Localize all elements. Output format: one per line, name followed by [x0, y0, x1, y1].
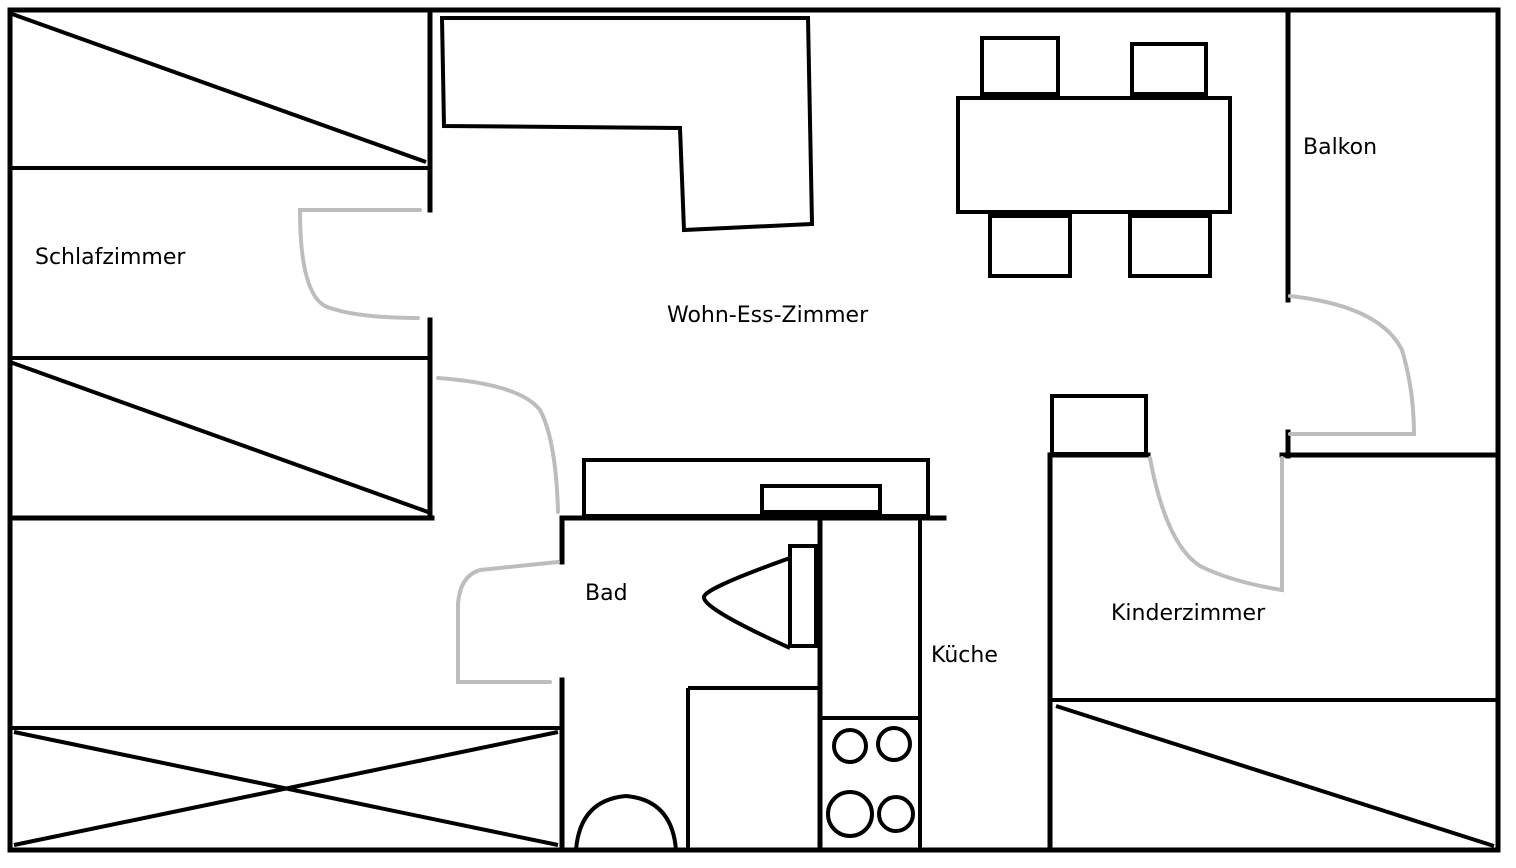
label-kinderzimmer: Kinderzimmer: [1111, 601, 1266, 626]
shower: [574, 793, 678, 851]
couch: [439, 16, 815, 233]
kinderzimmer-room: [1047, 394, 1498, 853]
door-swings: [297, 208, 1417, 684]
balkon-room: [1285, 7, 1501, 459]
dining-table: [956, 96, 1232, 214]
bad-cabinet: [582, 458, 930, 518]
door-schlafzimmer: [297, 208, 422, 320]
dining-set: [956, 36, 1232, 278]
door-kinderzimmer: [1148, 456, 1284, 593]
chair-top-left: [980, 36, 1060, 96]
wardrobe-bottom: [9, 356, 430, 514]
kinderzimmer-desk: [1050, 394, 1148, 456]
hall-storage: [12, 726, 560, 847]
door-balkon: [1288, 294, 1417, 436]
label-wohn-ess-zimmer: Wohn-Ess-Zimmer: [667, 303, 869, 328]
stove: [826, 726, 915, 838]
schlafzimmer-room: [7, 7, 435, 521]
toilet: [701, 544, 818, 650]
chair-bottom-right: [1128, 214, 1212, 278]
label-kueche: Küche: [931, 643, 998, 668]
outer-walls: [7, 7, 1501, 853]
bad-room: [559, 458, 947, 853]
label-balkon: Balkon: [1303, 135, 1377, 160]
chair-top-right: [1130, 42, 1208, 96]
chair-bottom-left: [988, 214, 1072, 278]
door-bad: [456, 560, 560, 684]
label-bad: Bad: [585, 581, 628, 606]
kueche-room: [820, 518, 922, 850]
door-hallway: [436, 376, 560, 514]
label-schlafzimmer: Schlafzimmer: [35, 245, 186, 270]
kinderzimmer-wardrobe: [1052, 698, 1498, 848]
wardrobe-top: [10, 12, 430, 170]
bad-sink: [760, 484, 882, 514]
